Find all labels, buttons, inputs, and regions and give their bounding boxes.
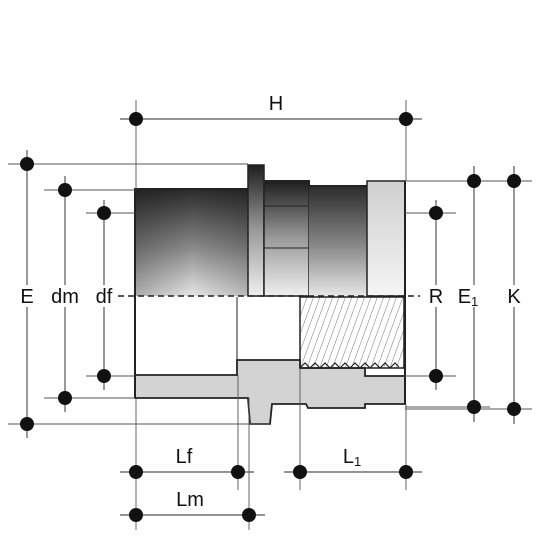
internal-thread <box>299 296 405 369</box>
label-E1-sub: 1 <box>471 294 478 309</box>
extension-lines <box>8 100 532 530</box>
dimension-R <box>429 200 443 390</box>
label-L1-sub: 1 <box>354 454 361 469</box>
label-E1: E1 <box>458 286 479 309</box>
dimension-L1 <box>284 465 422 479</box>
label-E1-main: E <box>458 286 471 308</box>
dimension-dm <box>58 176 72 412</box>
hex-neck <box>263 180 310 297</box>
label-Lm: Lm <box>176 489 204 511</box>
label-H: H <box>269 93 283 115</box>
flange-ring <box>247 164 265 297</box>
socket-body <box>309 186 367 296</box>
dimension-E1 <box>467 166 481 422</box>
label-df: df <box>96 286 113 308</box>
label-Lf: Lf <box>176 446 193 468</box>
label-R: R <box>429 286 443 308</box>
section-bore-left <box>137 297 237 375</box>
fitting-body-upper <box>134 164 406 297</box>
socket-end-collar <box>366 180 406 297</box>
dimension-Lf <box>120 465 254 479</box>
label-L1: L1 <box>343 446 361 469</box>
label-L1-main: L <box>343 446 354 468</box>
label-E: E <box>20 286 33 308</box>
dimension-Lm <box>120 508 265 522</box>
dimension-E <box>20 150 34 438</box>
dimension-K <box>507 166 521 424</box>
label-K: K <box>507 286 521 308</box>
dimension-df <box>97 200 111 390</box>
label-dm: dm <box>51 286 79 308</box>
fitting-body-section <box>134 181 406 425</box>
dimension-H <box>120 112 422 126</box>
